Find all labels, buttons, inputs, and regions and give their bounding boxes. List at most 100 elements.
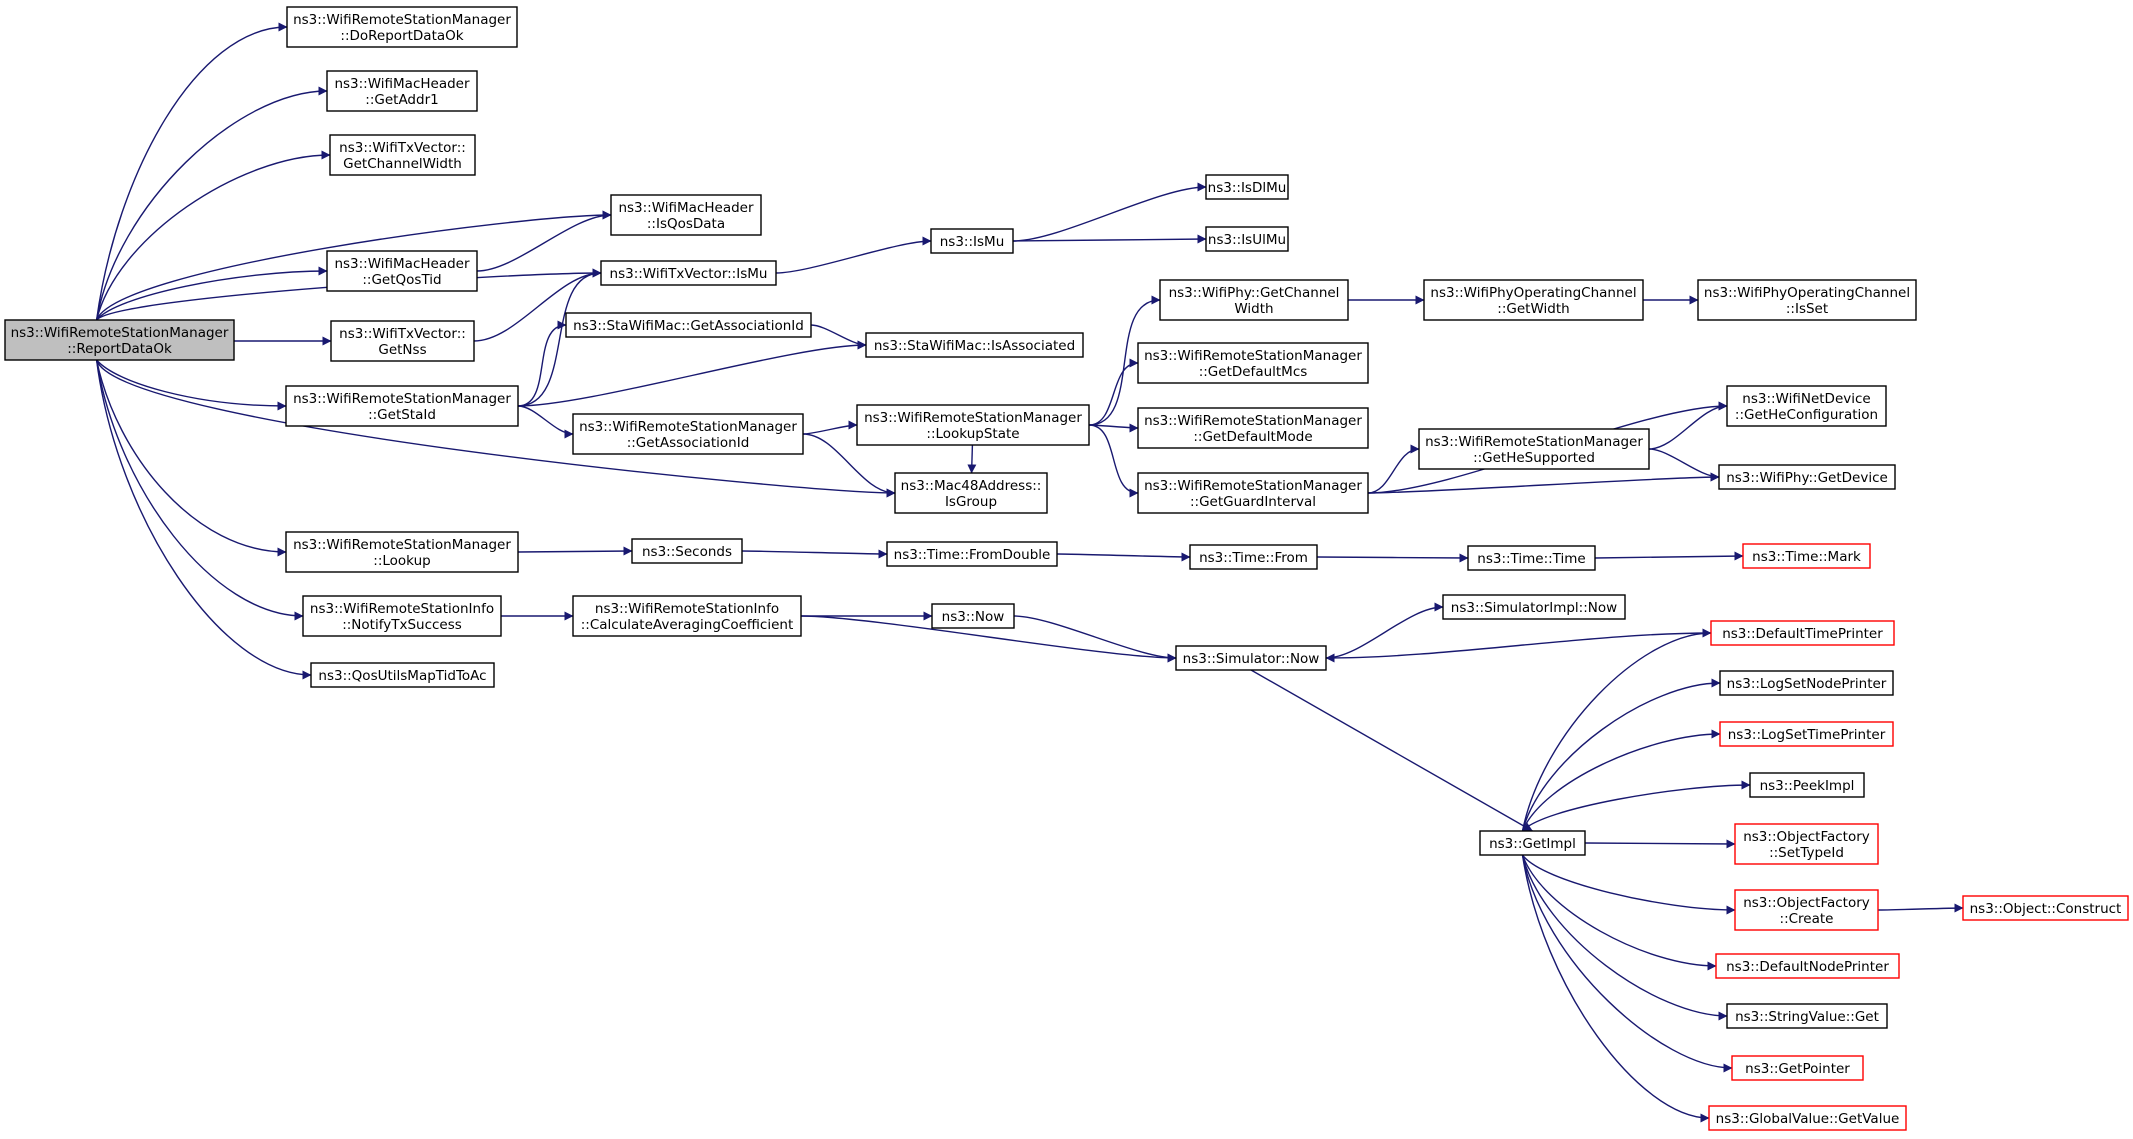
node-lookup[interactable]: ns3::WifiRemoteStationManager::Lookup	[285, 531, 519, 573]
node-box	[1189, 544, 1318, 570]
node-label-line: ::GetAssociationId	[627, 435, 750, 451]
node-label-line: ns3::Time::Time	[1477, 551, 1585, 567]
node-getDefaultMode[interactable]: ns3::WifiRemoteStationManager::GetDefaul…	[1137, 407, 1369, 449]
node-getStaId[interactable]: ns3::WifiRemoteStationManager::GetStaId	[285, 385, 519, 427]
node-getChannelWidth[interactable]: ns3::WifiTxVector::GetChannelWidth	[329, 134, 476, 176]
node-box	[631, 538, 743, 564]
node-isMu[interactable]: ns3::IsMu	[930, 228, 1014, 254]
edge-getImpl-to-ofCreate	[1521, 854, 1736, 915]
edge-getImpl-to-ofSetTypeId	[1584, 839, 1736, 849]
node-seconds[interactable]: ns3::Seconds	[631, 538, 743, 564]
edge-getQosTid-to-isQosData	[476, 210, 612, 272]
node-simImplNow[interactable]: ns3::SimulatorImpl::Now	[1442, 594, 1626, 620]
node-label-line: ::GetGuardInterval	[1190, 494, 1316, 510]
node-simulatorNow[interactable]: ns3::Simulator::Now	[1175, 645, 1327, 671]
edge-getStaId-to-isAssociated	[517, 340, 867, 407]
node-isQosData[interactable]: ns3::WifiMacHeader::IsQosData	[610, 194, 762, 236]
node-qosUtilsMapTidToAc[interactable]: ns3::QosUtilsMapTidToAc	[310, 662, 495, 688]
node-isUlMu[interactable]: ns3::IsUlMu	[1205, 226, 1289, 252]
node-box	[329, 134, 476, 176]
node-box	[1719, 721, 1894, 747]
node-txVectorIsMu[interactable]: ns3::WifiTxVector::IsMu	[600, 260, 777, 286]
node-getPointer[interactable]: ns3::GetPointer	[1731, 1055, 1864, 1081]
node-label-line: ns3::DefaultTimePrinter	[1722, 626, 1883, 642]
edge-fromDouble-to-timeFrom	[1056, 552, 1191, 562]
node-defaultTimePrinter[interactable]: ns3::DefaultTimePrinter	[1710, 620, 1895, 646]
node-label-line: ns3::WifiTxVector::IsMu	[610, 266, 768, 282]
node-defaultNodePrinter[interactable]: ns3::DefaultNodePrinter	[1715, 953, 1900, 979]
node-timeMark[interactable]: ns3::Time::Mark	[1742, 543, 1871, 569]
node-label-line: ns3::Time::From	[1199, 550, 1308, 566]
node-calcAvgCoeff[interactable]: ns3::WifiRemoteStationInfo::CalculateAve…	[572, 595, 802, 637]
node-lookupState[interactable]: ns3::WifiRemoteStationManager::LookupSta…	[856, 404, 1090, 446]
node-label-line: ns3::WifiPhyOperatingChannel	[1430, 285, 1636, 301]
node-getImpl[interactable]: ns3::GetImpl	[1479, 830, 1586, 856]
node-logSetNodePrinter[interactable]: ns3::LogSetNodePrinter	[1719, 670, 1894, 696]
node-ofSetTypeId[interactable]: ns3::ObjectFactory::SetTypeId	[1734, 823, 1879, 865]
node-isGroup[interactable]: ns3::Mac48Address::IsGroup	[894, 472, 1048, 514]
edge-root-to-lookup	[95, 359, 287, 557]
node-label-line: ns3::GetImpl	[1489, 836, 1576, 852]
node-box	[1731, 1055, 1864, 1081]
node-stringValueGet[interactable]: ns3::StringValue::Get	[1726, 1003, 1888, 1029]
node-box	[1734, 823, 1879, 865]
node-getAddr1[interactable]: ns3::WifiMacHeader::GetAddr1	[326, 70, 478, 112]
edge-staGetAssociationId-to-isAssociated	[810, 324, 867, 350]
node-phyGetDevice[interactable]: ns3::WifiPhy::GetDevice	[1718, 464, 1896, 490]
node-label-line: ns3::WifiRemoteStationManager	[11, 325, 229, 341]
edge-rsmGetAssociationId-to-lookupState	[802, 420, 858, 435]
node-getNss[interactable]: ns3::WifiTxVector::GetNss	[330, 320, 475, 362]
node-isDlMu[interactable]: ns3::IsDlMu	[1205, 174, 1289, 200]
node-box	[930, 228, 1014, 254]
node-label-line: ::GetWidth	[1497, 301, 1569, 317]
node-staGetAssociationId[interactable]: ns3::StaWifiMac::GetAssociationId	[565, 312, 812, 338]
node-notifyTxSuccess[interactable]: ns3::WifiRemoteStationInfo::NotifyTxSucc…	[302, 595, 502, 637]
node-timeTime[interactable]: ns3::Time::Time	[1467, 545, 1596, 571]
node-doReportDataOk[interactable]: ns3::WifiRemoteStationManager::DoReportD…	[286, 6, 518, 48]
node-label-line: ns3::WifiRemoteStationInfo	[595, 601, 779, 617]
node-getQosTid[interactable]: ns3::WifiMacHeader::GetQosTid	[326, 250, 478, 292]
node-label-line: ns3::IsUlMu	[1208, 232, 1286, 248]
node-box	[610, 194, 762, 236]
node-label-line: ns3::QosUtilsMapTidToAc	[318, 668, 486, 684]
node-globalValueGetValue[interactable]: ns3::GlobalValue::GetValue	[1708, 1105, 1907, 1131]
node-objectConstruct[interactable]: ns3::Object::Construct	[1962, 895, 2129, 921]
node-label-line: ::GetHeConfiguration	[1735, 407, 1878, 423]
node-label-line: ns3::DefaultNodePrinter	[1726, 959, 1889, 975]
node-opChanGetWidth[interactable]: ns3::WifiPhyOperatingChannel::GetWidth	[1423, 279, 1644, 321]
node-label-line: ns3::WifiTxVector::	[339, 326, 466, 342]
node-now[interactable]: ns3::Now	[931, 603, 1015, 629]
edge-lookupState-to-getGuardInterval	[1088, 424, 1139, 498]
node-logSetTimePrinter[interactable]: ns3::LogSetTimePrinter	[1719, 721, 1894, 747]
node-getDefaultMcs[interactable]: ns3::WifiRemoteStationManager::GetDefaul…	[1137, 342, 1369, 384]
node-label-line: ns3::StaWifiMac::GetAssociationId	[573, 318, 804, 334]
node-root[interactable]: ns3::WifiRemoteStationManager::ReportDat…	[4, 319, 235, 361]
node-opChanIsSet[interactable]: ns3::WifiPhyOperatingChannel::IsSet	[1697, 279, 1917, 321]
node-getGuardInterval[interactable]: ns3::WifiRemoteStationManager::GetGuardI…	[1137, 472, 1369, 514]
node-rsmGetAssociationId[interactable]: ns3::WifiRemoteStationManager::GetAssoci…	[572, 413, 804, 455]
node-label-line: Width	[1234, 301, 1273, 317]
edge-getGuardInterval-to-phyGetDevice	[1367, 472, 1720, 494]
node-fromDouble[interactable]: ns3::Time::FromDouble	[886, 541, 1058, 567]
node-box	[1479, 830, 1586, 856]
edge-timeFrom-to-timeTime	[1316, 553, 1469, 563]
edge-txVectorIsMu-to-isMu	[775, 236, 932, 274]
edge-root-to-isGroup	[95, 359, 896, 498]
node-peekImpl[interactable]: ns3::PeekImpl	[1749, 772, 1865, 798]
node-timeFrom[interactable]: ns3::Time::From	[1189, 544, 1318, 570]
node-getHeConfiguration[interactable]: ns3::WifiNetDevice::GetHeConfiguration	[1726, 385, 1887, 427]
node-box	[326, 250, 478, 292]
node-label-line: ::GetQosTid	[362, 272, 441, 288]
node-box	[1734, 889, 1879, 931]
node-getHeSupported[interactable]: ns3::WifiRemoteStationManager::GetHeSupp…	[1418, 428, 1650, 470]
node-phyGetChannelWidth[interactable]: ns3::WifiPhy::GetChannelWidth	[1159, 279, 1349, 321]
node-ofCreate[interactable]: ns3::ObjectFactory::Create	[1734, 889, 1879, 931]
node-box	[1467, 545, 1596, 571]
edge-getImpl-to-defaultNodePrinter	[1521, 854, 1717, 971]
edge-root-to-qosUtilsMapTidToAc	[95, 359, 312, 680]
edge-calcAvgCoeff-to-simulatorNow	[800, 615, 1177, 663]
node-isAssociated[interactable]: ns3::StaWifiMac::IsAssociated	[865, 332, 1084, 358]
edge-lookup-to-seconds	[517, 546, 633, 556]
node-box	[1418, 428, 1650, 470]
node-box	[1442, 594, 1626, 620]
